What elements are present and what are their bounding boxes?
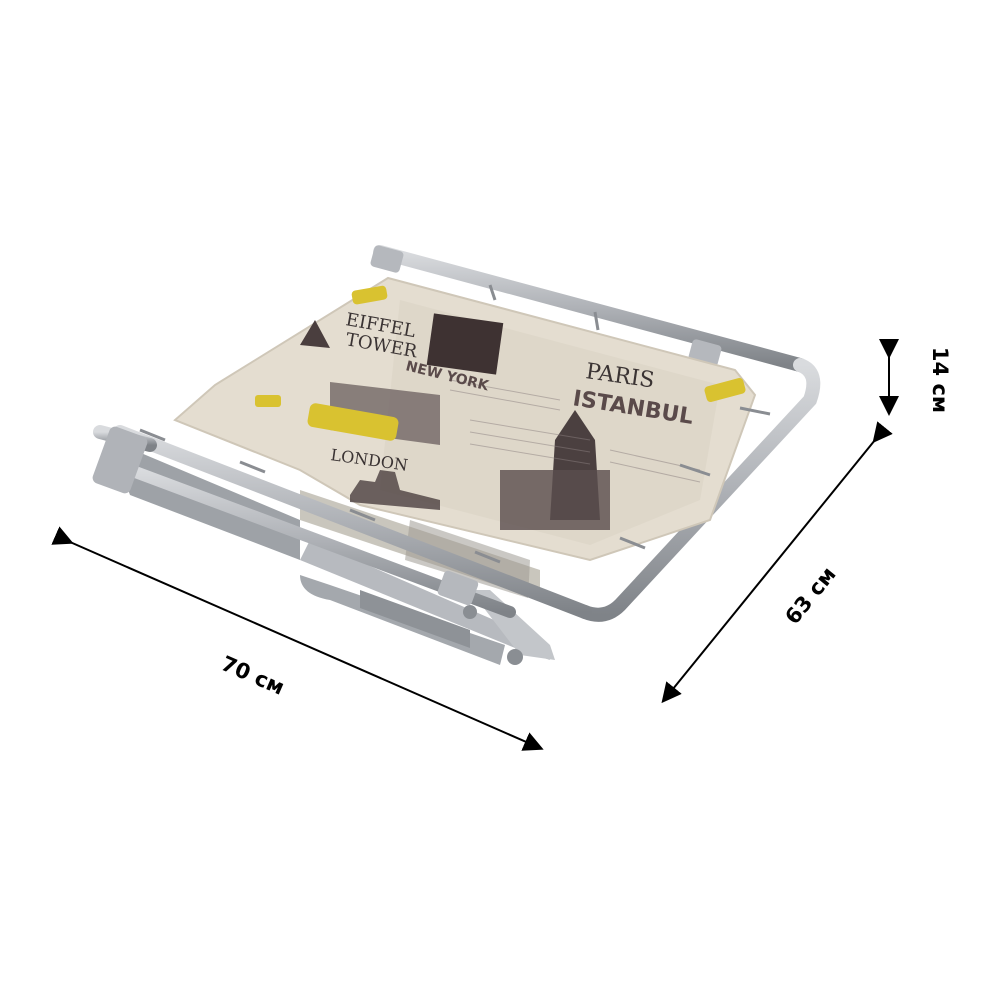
dimension-height: 14 см [879,339,952,416]
width-arrow [51,526,544,751]
fabric-panel: EIFFEL TOWER PARIS ISTANBUL NEW YORK LON… [173,276,757,562]
depth-label: 63 см [780,562,840,629]
width-label: 70 см [218,651,288,699]
height-label: 14 см [928,347,952,413]
depth-arrow [661,421,893,704]
